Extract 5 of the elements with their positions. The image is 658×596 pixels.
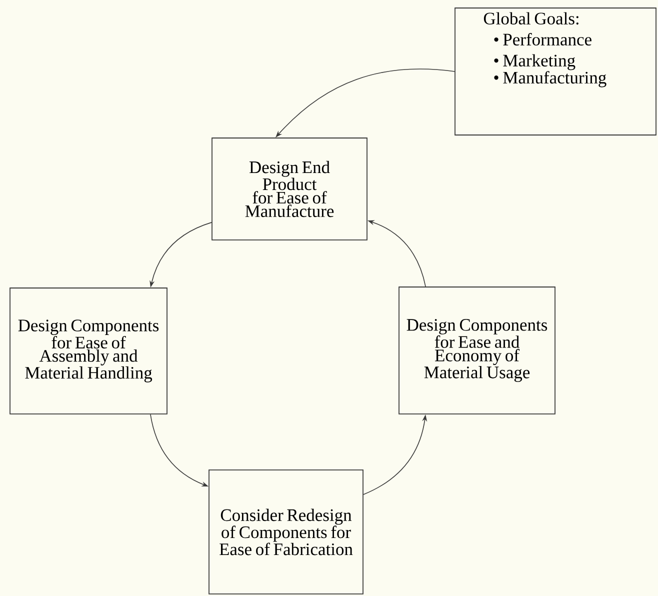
process-box: Design End Product for Ease of Manufacture: [212, 138, 368, 240]
goals-box: Global Goals: • Performance • Marketing • Manufacturing: [454, 8, 656, 136]
process-box: Design Components for Ease and Economy of Material Usage: [398, 286, 556, 414]
process-box: Consider Redesign of Components for Ease of Fabrication: [208, 470, 364, 594]
process-box: Design Components for Ease of Assembly and Material Handling: [10, 288, 168, 414]
